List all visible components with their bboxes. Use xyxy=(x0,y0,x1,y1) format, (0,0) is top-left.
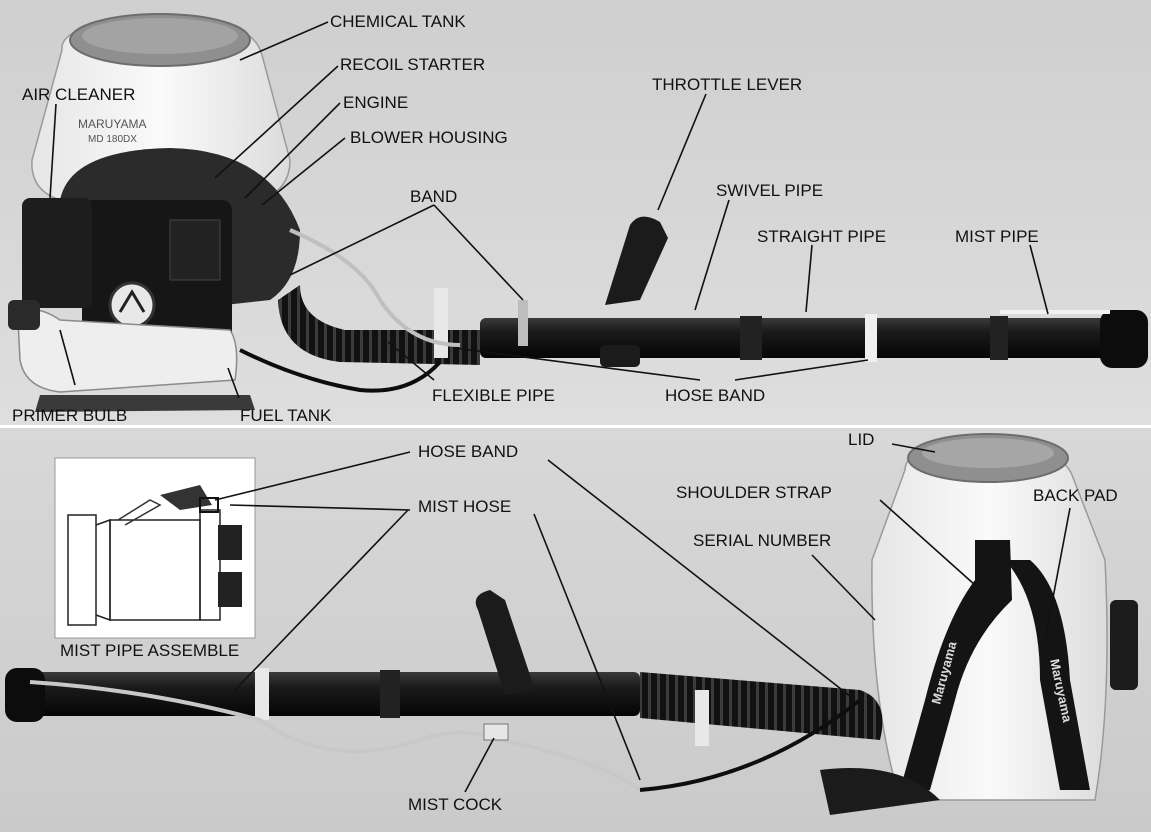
leader-lid xyxy=(891,443,936,453)
side-handle xyxy=(1110,600,1138,690)
inset-nozzle xyxy=(67,514,97,626)
leader-flexible-pipe xyxy=(387,341,435,381)
backpack-lid-face xyxy=(922,438,1054,468)
bottom-band-white-1 xyxy=(255,668,269,720)
label-lid: LID xyxy=(848,430,874,449)
leader-serial-number xyxy=(811,554,876,621)
bottom-mist-nozzle xyxy=(5,668,45,722)
throttle-mount xyxy=(600,345,640,367)
inset-ring-bottom xyxy=(218,572,242,607)
engine-fins xyxy=(169,219,221,281)
leader-primer-bulb xyxy=(59,329,76,386)
bottom-leader-lines xyxy=(214,443,1071,793)
leader-engine xyxy=(244,102,341,199)
label-mist-pipe: MIST PIPE xyxy=(955,227,1039,246)
label-hose-band-bottom: HOSE BAND xyxy=(418,442,518,461)
leader-mist-hose-pipe xyxy=(234,509,409,691)
mist-hose-bottom xyxy=(29,680,642,792)
label-air-cleaner: AIR CLEANER xyxy=(22,85,135,104)
tank-lid-top-face xyxy=(82,18,238,54)
leader-hose-band-bottom xyxy=(547,459,856,701)
label-engine: ENGINE xyxy=(343,93,408,112)
leader-mist-hose-right xyxy=(533,513,641,781)
label-back-pad: BACK PAD xyxy=(1033,486,1118,505)
straight-pipe xyxy=(480,318,1140,358)
inset-band xyxy=(199,509,221,621)
leader-hose-band-inset xyxy=(214,451,411,501)
label-recoil-starter: RECOIL STARTER xyxy=(340,55,485,74)
mist-pipe-inset: MIST PIPE ASSEMBLE xyxy=(54,457,256,660)
tank-brand-text: MARUYAMA xyxy=(78,117,146,131)
label-serial-number: SERIAL NUMBER xyxy=(693,531,831,550)
label-mist-pipe-assemble: MIST PIPE ASSEMBLE xyxy=(60,641,239,660)
label-throttle-lever: THROTTLE LEVER xyxy=(652,75,802,94)
waist-strap xyxy=(820,768,940,815)
bottom-throttle-handle xyxy=(475,590,535,695)
bottom-fuel-line xyxy=(639,698,862,792)
leader-chemical-tank xyxy=(239,21,329,61)
tank-model-text: MD 180DX xyxy=(88,134,137,145)
leader-mist-hose-inset xyxy=(229,504,411,511)
pipe-joint-1 xyxy=(740,316,762,360)
primer-bulb-cap xyxy=(8,300,40,330)
label-shoulder-strap: SHOULDER STRAP xyxy=(676,483,832,502)
mist-pipe-nozzle xyxy=(1100,310,1148,368)
leader-back-pad xyxy=(1044,507,1071,641)
leader-swivel-pipe xyxy=(694,199,730,311)
leader-throttle-lever xyxy=(657,93,707,211)
label-blower-housing: BLOWER HOUSING xyxy=(350,128,508,147)
leader-hose-band-right xyxy=(734,359,869,381)
pipe-band-white-1 xyxy=(865,314,877,362)
leader-blower-housing xyxy=(261,137,346,206)
shoulder-strap-right xyxy=(1005,560,1090,790)
leader-air-cleaner xyxy=(49,103,57,199)
leader-hose-band-left xyxy=(454,347,701,381)
air-cleaner-box xyxy=(22,198,92,308)
leader-mist-pipe xyxy=(1029,244,1049,315)
label-chemical-tank: CHEMICAL TANK xyxy=(330,12,466,31)
inset-ring-top xyxy=(218,525,242,560)
leader-band-right xyxy=(433,204,524,301)
throttle-lever xyxy=(605,216,668,305)
label-straight-pipe: STRAIGHT PIPE xyxy=(757,227,886,246)
mist-hose-top xyxy=(289,228,461,347)
label-band: BAND xyxy=(410,187,457,206)
label-mist-cock: MIST COCK xyxy=(408,795,503,814)
frame-base xyxy=(35,395,255,412)
label-swivel-pipe: SWIVEL PIPE xyxy=(716,181,823,200)
label-mist-hose: MIST HOSE xyxy=(418,497,511,516)
shoulder-strap-left xyxy=(900,540,1012,790)
label-fuel-tank: FUEL TANK xyxy=(240,406,332,425)
leader-mist-cock xyxy=(464,737,495,793)
label-hose-band-top: HOSE BAND xyxy=(665,386,765,405)
leader-shoulder-strap xyxy=(879,499,976,586)
inset-hose-band xyxy=(199,497,219,513)
mist-cock-valve xyxy=(483,723,509,741)
engine-logo-mark xyxy=(118,289,146,313)
pipe-joint-2 xyxy=(990,316,1008,360)
label-flexible-pipe: FLEXIBLE PIPE xyxy=(432,386,555,405)
leader-band-left xyxy=(289,204,435,276)
bottom-labels: LID HOSE BAND SHOULDER STRAP BACK PAD MI… xyxy=(408,430,1118,814)
leader-fuel-tank xyxy=(227,367,240,399)
fuel-line xyxy=(239,348,442,393)
bottom-pipe-joint xyxy=(380,670,400,718)
label-primer-bulb: PRIMER BULB xyxy=(12,406,127,425)
band-clip xyxy=(518,300,528,346)
bottom-band-white-2 xyxy=(695,690,709,746)
inset-hose-line xyxy=(117,499,162,526)
top-photo: MARUYAMA MD 180DX xyxy=(0,0,1151,425)
leader-recoil-starter xyxy=(214,65,339,179)
top-leader-lines xyxy=(49,21,1049,399)
flexible-pipe xyxy=(278,285,480,365)
leader-straight-pipe xyxy=(805,244,813,313)
bottom-straight-pipe xyxy=(20,672,640,716)
top-labels: CHEMICAL TANK RECOIL STARTER AIR CLEANER… xyxy=(12,12,1039,425)
pipe-band-white-2 xyxy=(434,288,448,358)
